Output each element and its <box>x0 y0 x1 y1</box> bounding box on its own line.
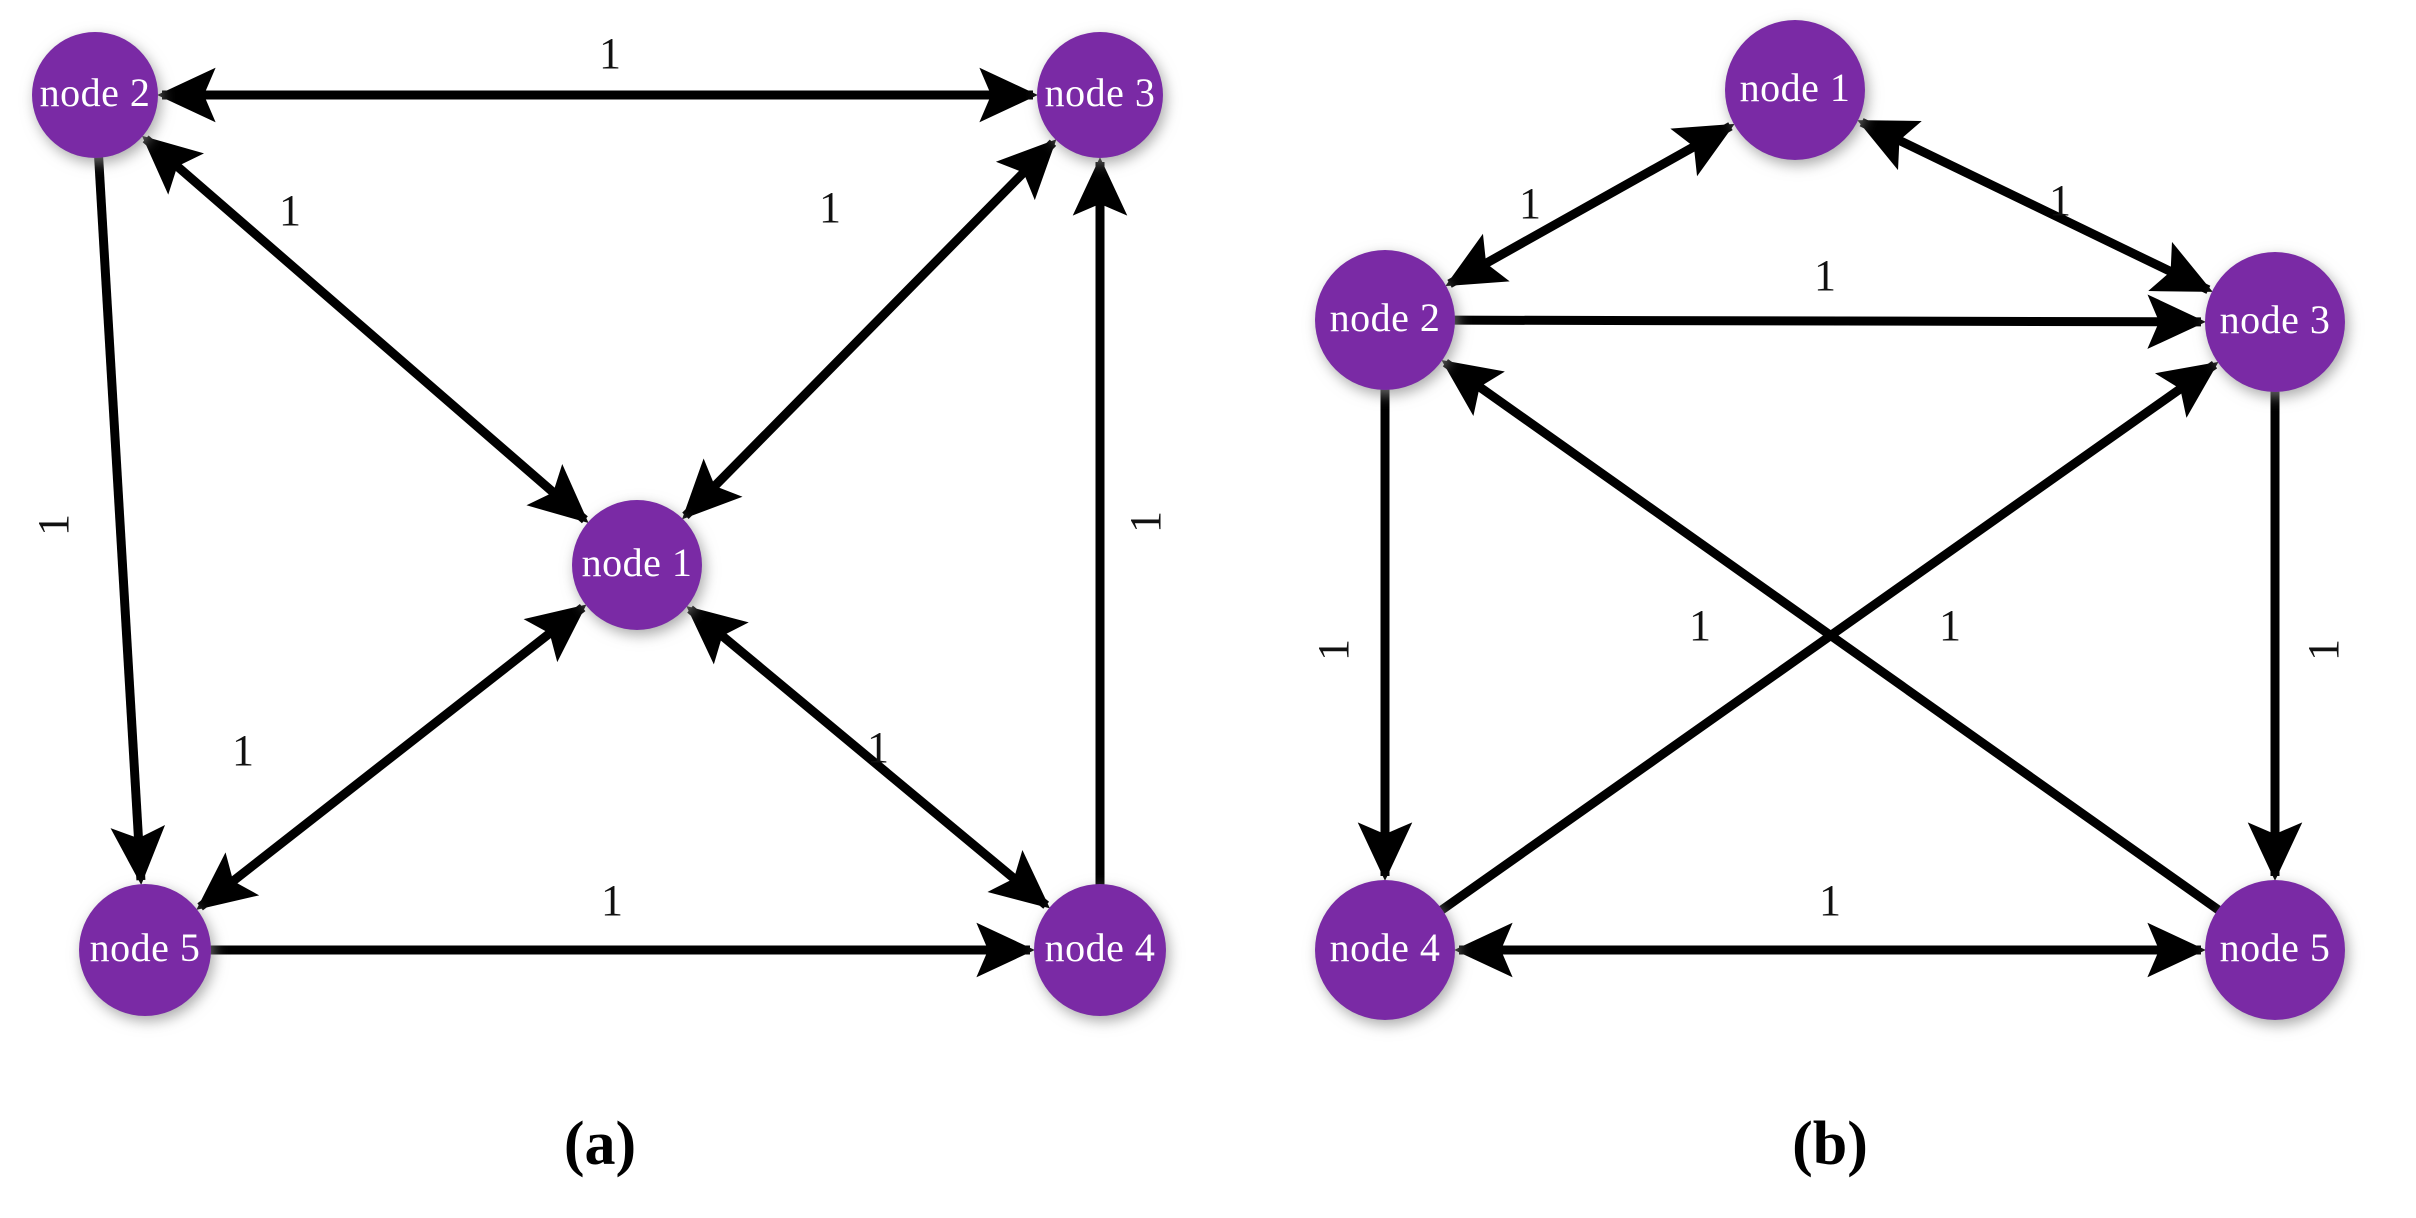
node-label: node 3 <box>1045 70 1156 115</box>
node-circle[interactable] <box>572 500 702 630</box>
graph-node-node-5[interactable]: node 5 <box>2205 880 2345 1020</box>
graph-node-node-3[interactable]: node 3 <box>1037 32 1163 158</box>
node-circle[interactable] <box>79 884 211 1016</box>
node-circle[interactable] <box>1725 20 1865 160</box>
edge-weight-label: 1 <box>232 726 254 775</box>
edge-weight-label: 1 <box>1309 639 1358 661</box>
caption-layer: (a) (b) <box>564 1110 1868 1178</box>
edge-weight-label: 1 <box>2049 176 2071 225</box>
edge-weight-label: 1 <box>1814 251 1836 300</box>
graph-node-node-4[interactable]: node 4 <box>1034 884 1166 1016</box>
node-label: node 4 <box>1330 925 1441 970</box>
edge-weight-label: 1 <box>1689 601 1711 650</box>
node-circle[interactable] <box>1315 880 1455 1020</box>
edge-weight-label: 1 <box>867 723 889 772</box>
panel-caption-panel-a: (a) <box>564 1110 636 1178</box>
graph-node-node-2[interactable]: node 2 <box>1315 250 1455 390</box>
node-circle[interactable] <box>32 32 158 158</box>
node-layer: node 2 node 3 node 1 node 5 node 4 node 1 node… <box>32 20 2345 1020</box>
graph-node-node-3[interactable]: node 3 <box>2205 252 2345 392</box>
node-label: node 4 <box>1045 925 1156 970</box>
node-label: node 5 <box>2220 925 2331 970</box>
node-circle[interactable] <box>2205 880 2345 1020</box>
edge-weight-label: 1 <box>1519 179 1541 228</box>
node-label: node 2 <box>1330 295 1441 340</box>
node-circle[interactable] <box>1034 884 1166 1016</box>
graph-node-node-5[interactable]: node 5 <box>79 884 211 1016</box>
edge-weight-label: 1 <box>819 183 841 232</box>
node-label: node 2 <box>40 70 151 115</box>
edge-weight-label: 1 <box>29 514 78 536</box>
edge-b-node-2-to-b-node-3 <box>1452 294 2206 350</box>
edge-weight-label: 1 <box>2299 639 2348 661</box>
edge-a-node-2-to-a-node-5 <box>94 155 166 885</box>
edge-weight-label: 1 <box>601 876 623 925</box>
edge-a-node-2-to-a-node-1 <box>141 135 589 524</box>
node-circle[interactable] <box>1315 250 1455 390</box>
edge-b-node-1-to-b-node-2 <box>1445 122 1735 288</box>
edge-b-node-5-to-b-node-2 <box>1441 359 2223 915</box>
edge-weight-label: 1 <box>599 29 621 78</box>
graph-node-node-4[interactable]: node 4 <box>1315 880 1455 1020</box>
edge-a-node-1-to-a-node-4 <box>686 605 1050 909</box>
edge-weight-label: 1 <box>1939 601 1961 650</box>
edge-weight-label: 1 <box>1819 876 1841 925</box>
edge-a-node-5-to-a-node-1 <box>196 603 587 911</box>
graph-node-node-1[interactable]: node 1 <box>1725 20 1865 160</box>
graph-node-node-1[interactable]: node 1 <box>572 500 702 630</box>
node-label: node 3 <box>2220 297 2331 342</box>
node-label: node 1 <box>1740 65 1851 110</box>
edge-layer: 1 1 1 1 1 1 1 1 1 1 1 1 1 1 1 1 <box>29 29 2348 978</box>
panel-caption-panel-b: (b) <box>1792 1110 1868 1178</box>
edge-weight-label: 1 <box>1121 511 1170 533</box>
graph-node-node-2[interactable]: node 2 <box>32 32 158 158</box>
node-label: node 1 <box>582 540 693 585</box>
edge-b-node-1-to-b-node-3 <box>1857 118 2213 294</box>
node-label: node 5 <box>90 925 201 970</box>
node-circle[interactable] <box>1037 32 1163 158</box>
node-circle[interactable] <box>2205 252 2345 392</box>
edge-weight-label: 1 <box>279 186 301 235</box>
edge-a-node-3-to-a-node-1 <box>682 139 1057 520</box>
